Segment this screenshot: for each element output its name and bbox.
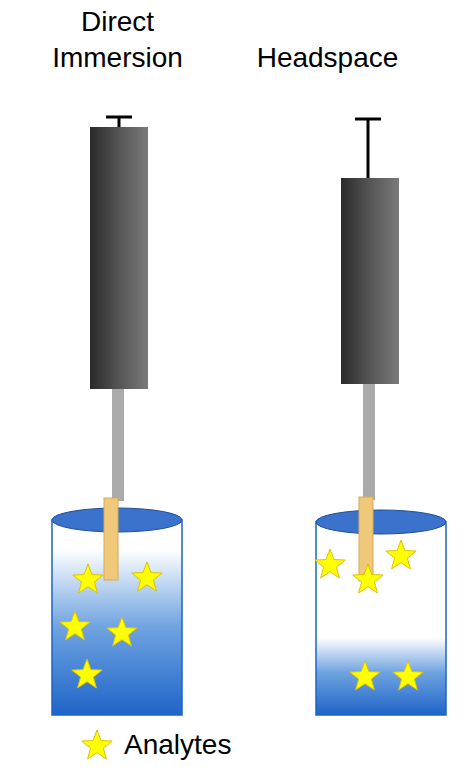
legend-text: Analytes (124, 729, 231, 761)
analyte-star (132, 562, 162, 591)
analyte-star (386, 540, 416, 569)
legend-star (78, 726, 118, 764)
title-label: Headspace (245, 40, 410, 76)
syringe-headspace (341, 119, 399, 500)
analyte-stars (60, 540, 423, 690)
analyte-star (72, 659, 102, 688)
analyte-star (315, 549, 345, 578)
vial-direct (52, 498, 182, 715)
analyte-star (353, 564, 383, 593)
analyte-star (107, 617, 137, 646)
analyte-star (350, 661, 380, 690)
analyte-star (393, 661, 423, 690)
vial-headspace (316, 497, 446, 715)
analyte-star (60, 611, 90, 640)
title-label: Direct Immersion (30, 4, 205, 76)
legend-entry: Analytes (78, 726, 231, 764)
analyte-star (73, 564, 103, 593)
syringe-direct (90, 117, 148, 501)
